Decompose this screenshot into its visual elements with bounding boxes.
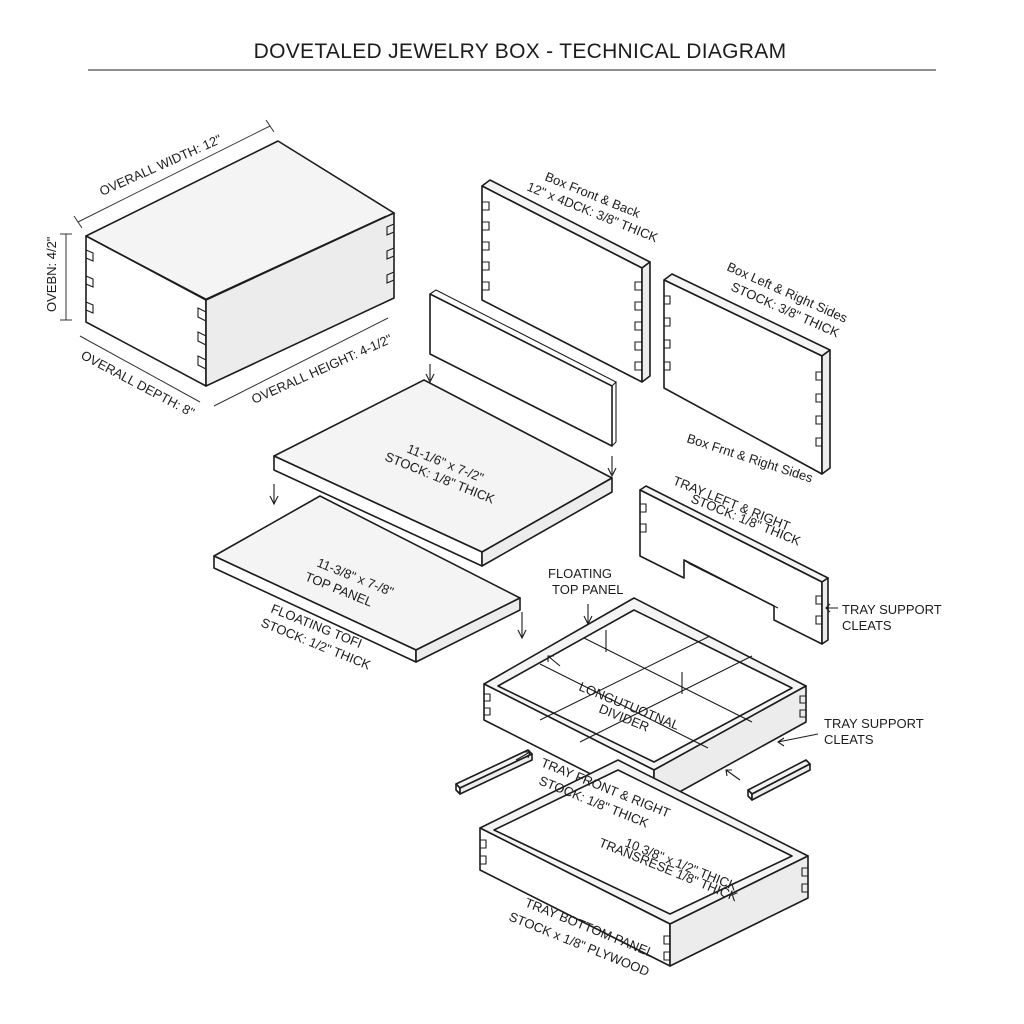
- overall-height-side-label: OVEBN: 4/2": [44, 236, 59, 312]
- cleats-label-1b: CLEATS: [842, 618, 892, 633]
- box-sides-panel: Box Left & Right Sides STOCK: 3/8" THICK…: [663, 259, 850, 486]
- floating-panel-label-2: TOP PANEL: [552, 582, 624, 597]
- box-front-back-panel: Box Front & Back 12" x 4DCK: 3/8" THICK: [481, 169, 660, 383]
- tray-bottom-box: TRAY FRONT & RIGHT STOCK: 1/8" THICK 10 …: [479, 755, 809, 979]
- support-cleat-left: [455, 749, 533, 795]
- diagram-title: DOVETALED JEWELRY BOX - TECHNICAL DIAGRA…: [254, 40, 787, 63]
- dovetails-bottom: [480, 839, 808, 961]
- dovetails-front-back: [482, 201, 642, 371]
- lid-panel: 11-1/6" x 7-/2" STOCK: 1/8" THICK: [269, 379, 613, 567]
- support-cleat-right: [725, 759, 811, 801]
- assembled-box: OVERALL WIDTH: 12" OVEBN: 4/2" OVERALL D…: [44, 119, 395, 420]
- dovetails-sides: [664, 295, 822, 447]
- cleats-label-2a: TRAY SUPPORT: [824, 716, 924, 731]
- dovetail-joints-left: [85, 223, 395, 370]
- dovetails-tray-lr: [640, 503, 822, 625]
- dimension-lines: [60, 119, 389, 407]
- cleats-label-2b: CLEATS: [824, 732, 874, 747]
- tray-dividers: [539, 630, 753, 749]
- tray-left-right-panel: TRAY LEFT & RIGHT STOCK: 1/8" THICK TRAY…: [639, 473, 942, 645]
- cleats-label-1a: TRAY SUPPORT: [842, 602, 942, 617]
- floating-panel-label-1: FLOATING: [548, 566, 612, 581]
- lid-strip: [425, 289, 617, 478]
